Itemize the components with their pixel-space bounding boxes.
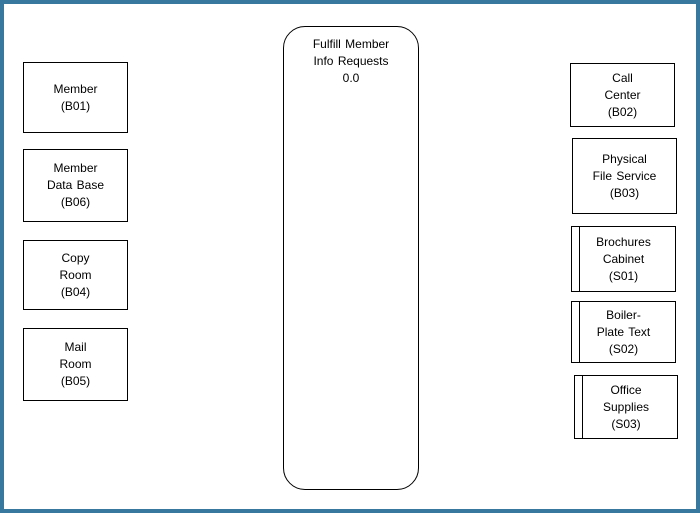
- node-boiler-plate-text-s02[interactable]: Boiler- Plate Text (S02): [571, 301, 676, 363]
- node-member-data-base-b06[interactable]: Member Data Base (B06): [23, 149, 128, 222]
- node-label-line: File Service: [592, 168, 657, 183]
- node-label-line: Room: [59, 357, 92, 371]
- store-double-edge: [579, 302, 580, 362]
- node-label-line: (S02): [608, 341, 639, 356]
- node-label-line: Office: [610, 382, 642, 397]
- node-label-line: 0.0: [342, 71, 360, 85]
- node-label-line: (S03): [611, 416, 641, 431]
- node-label-line: Center: [604, 87, 641, 102]
- node-label-line: Cabinet: [602, 251, 645, 266]
- node-member-b01[interactable]: Member (B01): [23, 62, 128, 133]
- node-label-line: Boiler-: [606, 307, 641, 322]
- node-label-line: Room: [59, 267, 92, 282]
- node-call-center-b02[interactable]: Call Center (B02): [570, 63, 675, 127]
- node-label-line: (B01): [60, 98, 91, 113]
- node-label-line: (S01): [608, 268, 639, 283]
- node-label-line: Copy: [61, 250, 90, 265]
- node-label-line: (B03): [609, 185, 640, 200]
- diagram-canvas: Fulfill Member Info Requests 0.0 Member …: [4, 4, 696, 509]
- store-double-edge: [579, 227, 580, 291]
- node-label-line: (B04): [60, 284, 91, 299]
- node-label-line: Brochures: [596, 234, 651, 249]
- node-label-line: Plate Text: [596, 324, 651, 339]
- node-label-line: (B06): [60, 195, 91, 209]
- node-label-line: Data Base: [46, 178, 105, 192]
- node-label-line: (B02): [607, 104, 638, 119]
- node-brochures-cabinet-s01[interactable]: Brochures Cabinet (S01): [571, 226, 676, 292]
- node-label-line: Info Requests: [313, 54, 389, 68]
- node-mail-room-b05[interactable]: Mail Room (B05): [23, 328, 128, 401]
- node-label-line: Call: [612, 70, 633, 85]
- node-label-line: Mail: [64, 340, 87, 354]
- store-double-edge: [582, 376, 583, 438]
- node-physical-file-service-b03[interactable]: Physical File Service (B03): [572, 138, 677, 214]
- node-label-line: Fulfill Member: [312, 37, 390, 51]
- node-office-supplies-s03[interactable]: Office Supplies (S03): [574, 375, 678, 439]
- node-label-line: Member: [53, 81, 98, 96]
- node-fulfill-member-info-requests[interactable]: Fulfill Member Info Requests 0.0: [283, 26, 419, 490]
- node-label-line: (B05): [60, 374, 91, 388]
- node-label-line: Supplies: [602, 399, 650, 414]
- node-label-line: Physical: [602, 151, 647, 166]
- node-label-line: Member: [53, 161, 98, 175]
- node-copy-room-b04[interactable]: Copy Room (B04): [23, 240, 128, 310]
